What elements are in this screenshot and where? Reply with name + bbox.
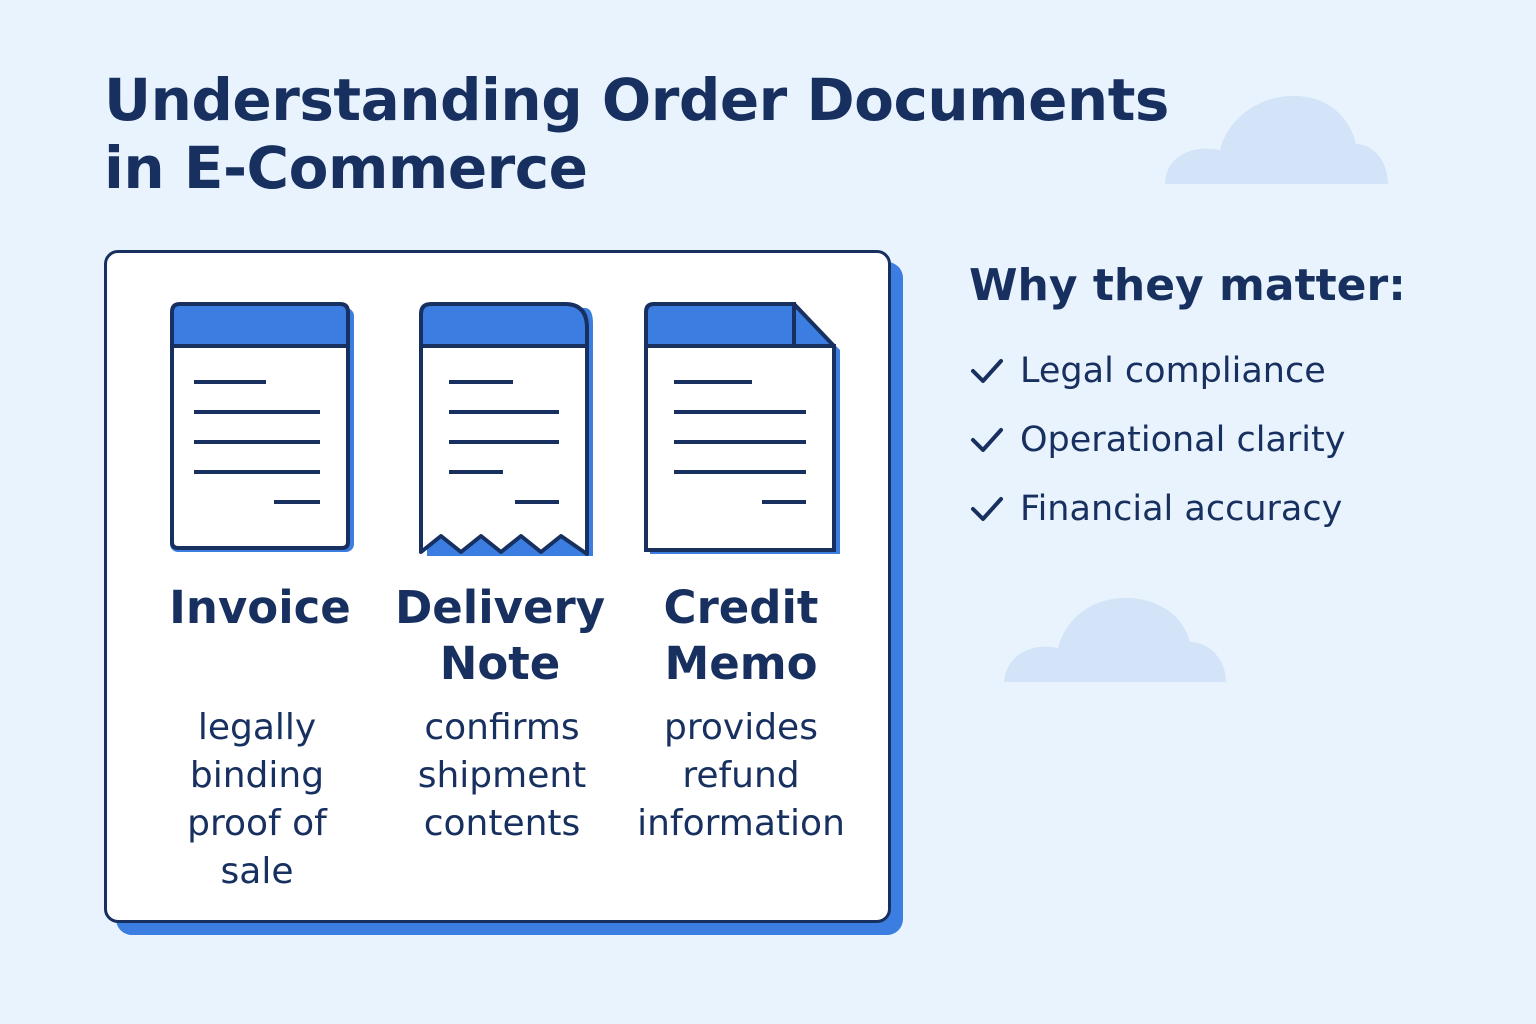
benefit-label: Operational clarity [1020, 420, 1346, 460]
invoice-icon [170, 302, 354, 552]
delivery-note-desc-line: confirms [424, 707, 580, 748]
credit-memo-title: Credit Memo [626, 580, 856, 692]
invoice-title: Invoice [145, 580, 375, 636]
invoice-description: legally binding proof of sale [137, 704, 377, 896]
checkmark-icon [971, 359, 1003, 383]
credit-memo-description: provides refund information [621, 704, 861, 848]
credit-memo-desc-line: provides [664, 707, 818, 748]
invoice-title-line: Invoice [169, 581, 351, 634]
invoice-desc-line: legally [197, 707, 317, 748]
credit-memo-desc-line: information [637, 803, 845, 844]
checkmark-icon [971, 497, 1003, 521]
delivery-note-icon [419, 302, 593, 556]
credit-memo-icon [644, 302, 840, 554]
delivery-note-desc-line: contents [423, 803, 581, 844]
credit-memo-title-line: Memo [664, 637, 818, 690]
why-they-matter-heading: Why they matter: [969, 260, 1406, 311]
cloud-icon [1165, 95, 1388, 184]
invoice-desc-line: sale [220, 851, 294, 892]
benefit-label: Financial accuracy [1020, 489, 1343, 529]
invoice-desc-line: binding [189, 755, 325, 796]
benefit-item: Operational clarity [970, 415, 1345, 465]
benefit-item: Legal compliance [970, 346, 1326, 396]
delivery-note-desc-line: shipment [417, 755, 587, 796]
delivery-note-title-line: Note [439, 637, 561, 690]
delivery-note-title: Delivery Note [385, 580, 615, 692]
credit-memo-title-line: Credit [663, 581, 819, 634]
checkmark-icon [971, 428, 1003, 452]
page-title-line-2: in E-Commerce [104, 134, 588, 202]
delivery-note-title-line: Delivery [394, 581, 606, 634]
benefit-label: Legal compliance [1020, 351, 1326, 391]
page-title: Understanding Order Documents in E-Comme… [104, 66, 1169, 202]
cloud-icon [1004, 597, 1226, 682]
page-title-line-1: Understanding Order Documents [104, 66, 1169, 134]
benefit-item: Financial accuracy [970, 484, 1342, 534]
delivery-note-description: confirms shipment contents [382, 704, 622, 848]
credit-memo-desc-line: refund [682, 755, 800, 796]
invoice-desc-line: proof of [187, 803, 327, 844]
